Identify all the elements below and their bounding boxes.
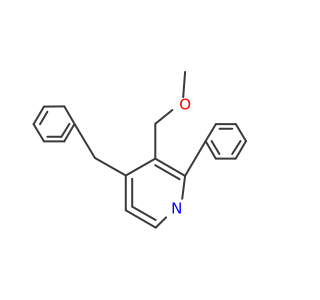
right-phenyl-bond-3 — [234, 123, 247, 143]
methylene-to-oxygen-bond — [154, 109, 174, 125]
left-phenyl-inner-bond-1 — [39, 110, 49, 126]
left-phenyl-to-pyridine-bond — [73, 122, 96, 159]
pyridine-bond-n-c6 — [154, 216, 168, 229]
left-phenyl-bond-3 — [63, 105, 76, 125]
left-phenyl-ring — [32, 105, 76, 143]
pyridine-bond-c6-c5 — [124, 209, 157, 229]
left-phenyl-bond-1 — [32, 105, 45, 126]
molecule-diagram: O N — [0, 0, 300, 300]
right-phenyl-inner-bond-3 — [210, 140, 221, 155]
left-phenyl-inner-bond-2 — [60, 122, 71, 138]
right-phenyl-bond-4 — [234, 140, 247, 160]
pyridine-c4-connector-bond — [94, 157, 127, 177]
right-phenyl-bond-1 — [204, 123, 217, 143]
right-phenyl-inner-bond-2 — [231, 140, 242, 155]
pyridine-bond-c4-c3 — [124, 157, 157, 177]
right-phenyl-ring — [204, 123, 247, 160]
pyridine-inner-bond-c6-c5 — [131, 205, 157, 221]
pyridine-bond-c3-c2 — [154, 157, 187, 177]
substituent-bonds — [73, 71, 207, 177]
left-phenyl-bond-6 — [32, 123, 45, 143]
nitrogen-atom-label: N — [171, 199, 182, 217]
pyridine-inner-bond-c3-c2 — [154, 164, 181, 181]
right-phenyl-bond-6 — [204, 140, 217, 160]
oxygen-to-methyl-bond — [182, 71, 187, 98]
background — [0, 0, 300, 300]
pyridine-ring — [124, 157, 187, 229]
pyridine-bond-c2-n — [181, 174, 187, 200]
left-phenyl-bond-4 — [63, 122, 76, 143]
pyridine-to-right-phenyl-bond — [184, 140, 207, 177]
oxygen-atom-label: O — [179, 95, 191, 113]
